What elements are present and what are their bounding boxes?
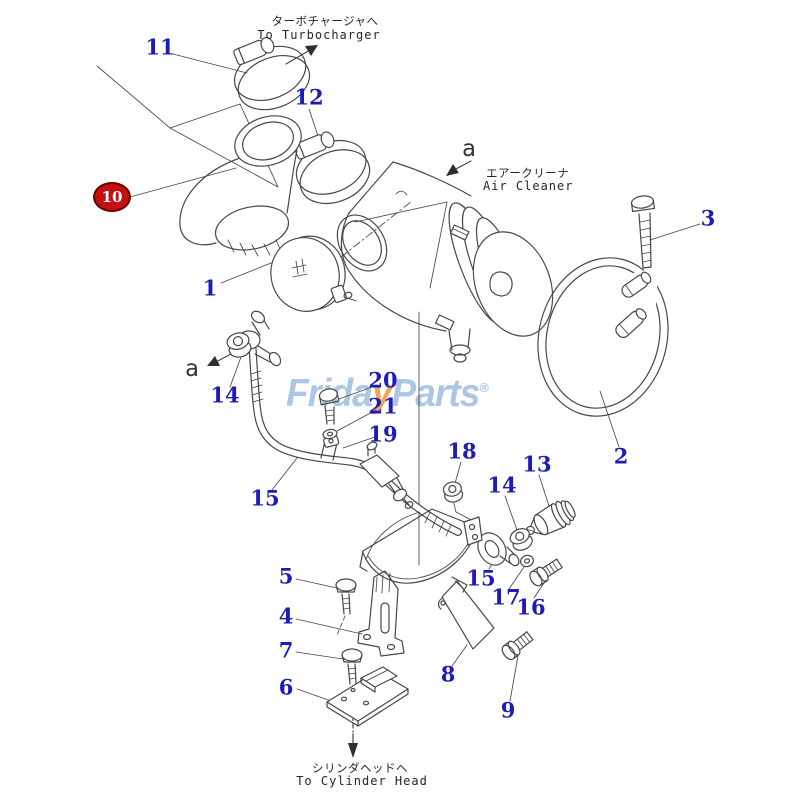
to-cylinder-head-label-en: To Cylinder Head (296, 774, 428, 788)
fridayparts-watermark: FridayParts® (286, 372, 489, 416)
callout-19: 19 (368, 421, 398, 447)
callout-5: 5 (278, 563, 294, 589)
callout-10-highlighted: 10 (93, 182, 131, 212)
callout-4: 4 (278, 603, 294, 629)
air-cleaner-label-jp: エアークリーナ (486, 166, 570, 180)
washer-17 (520, 554, 534, 568)
bolt-20 (318, 388, 340, 425)
callout-6: 6 (278, 674, 294, 700)
bolt-7 (341, 648, 363, 685)
washer-21 (322, 428, 338, 440)
leader-lines (129, 53, 701, 702)
callout-11: 11 (145, 34, 175, 60)
callout-7: 7 (278, 637, 294, 663)
view-a-side-arrow (207, 352, 234, 366)
nut-14-left (226, 332, 252, 358)
tube-end-flange-15 (477, 532, 520, 567)
to-cylinder-head-label-jp: シリンダヘッドへ (312, 761, 408, 775)
air-cleaner-label-en: Air Cleaner (483, 179, 574, 193)
view-a-top-arrow (446, 160, 472, 176)
to-turbocharger-label-en: To Turbocharger (257, 28, 381, 42)
to-turbocharger-arrow (285, 45, 318, 65)
callout-10-text: 10 (101, 188, 123, 206)
mount-plate-6 (326, 666, 409, 727)
callout-21: 21 (368, 393, 398, 419)
callout-13: 13 (522, 451, 552, 477)
callout-2: 2 (613, 443, 629, 469)
nut-14-right (509, 528, 533, 551)
callout-15-left: 15 (250, 485, 280, 511)
registered-mark: ® (479, 380, 489, 395)
support-bracket-4 (357, 570, 405, 657)
bolt-16 (529, 558, 563, 587)
bolt-9 (501, 631, 534, 661)
callout-9: 9 (500, 697, 516, 723)
to-turbocharger-label-jp: ターボチャージャへ (271, 14, 379, 28)
callout-3: 3 (700, 205, 716, 231)
tube-tee-fitting (359, 441, 414, 509)
callout-12: 12 (294, 84, 324, 110)
hose-clamp-11 (233, 36, 311, 111)
bolt-5 (335, 578, 357, 636)
callout-18: 18 (447, 438, 477, 464)
callout-15-lower: 15 (466, 565, 496, 591)
callout-8: 8 (440, 661, 456, 687)
callout-16: 16 (516, 594, 546, 620)
air-cleaner-body (336, 161, 554, 566)
callout-20: 20 (368, 367, 398, 393)
nut-18 (442, 481, 464, 503)
band-clamp-2 (537, 257, 669, 417)
saddle-bracket (359, 508, 483, 584)
callout-14-left: 14 (210, 382, 240, 408)
watermark-accent-slash: y (371, 372, 393, 415)
callout-17: 17 (491, 584, 521, 610)
cap-cover-1 (270, 235, 357, 312)
view-a-top-label: a (462, 136, 476, 162)
bolt-3 (630, 195, 656, 269)
callout-14-right: 14 (487, 472, 517, 498)
callout-1: 1 (202, 275, 218, 301)
cover-plate-8 (437, 576, 495, 650)
elbow-hose-10 (96, 65, 302, 257)
view-a-side-label: a (185, 356, 199, 382)
watermark-text-2: Parts (391, 372, 481, 415)
sensor-13 (525, 500, 576, 536)
